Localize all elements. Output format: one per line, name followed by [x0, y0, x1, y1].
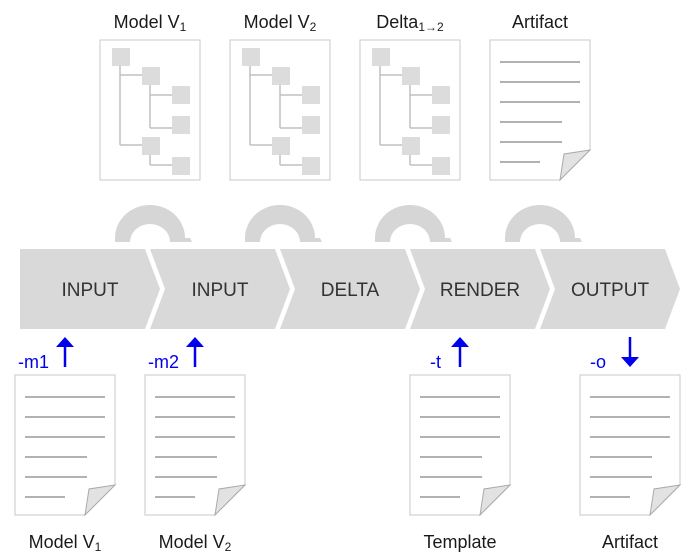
input-model-v2: -m2 Model V2 — [144, 337, 247, 554]
stage-label: INPUT — [192, 280, 249, 301]
top-doc-label: Artifact — [512, 12, 568, 32]
bottom-doc-label: Template — [423, 532, 496, 552]
stage-label: RENDER — [440, 280, 520, 301]
feedback-arc — [115, 205, 192, 242]
bottom-doc-label: Artifact — [602, 532, 658, 552]
text-document-icon — [144, 374, 247, 517]
text-document-icon — [579, 374, 682, 517]
stage-label: OUTPUT — [571, 280, 650, 301]
feedback-arc — [505, 205, 582, 242]
arrow-up-icon — [56, 337, 74, 367]
bottom-doc-label: Model V2 — [159, 532, 232, 554]
feedback-arc — [375, 205, 452, 242]
text-document-icon — [409, 374, 512, 517]
stage-label: DELTA — [321, 280, 380, 301]
flag-label: -t — [430, 352, 441, 372]
arrow-down-icon — [621, 337, 639, 367]
output-artifact: -o Artifact — [579, 337, 682, 552]
tree-document-icon — [99, 39, 201, 181]
top-doc-label: Model V1 — [114, 12, 187, 34]
top-doc-delta: Delta1→2 — [359, 12, 461, 181]
top-doc-label: Model V2 — [244, 12, 317, 34]
stage-output: OUTPUT — [540, 249, 680, 329]
top-doc-model-v2: Model V2 — [229, 12, 331, 181]
stage-input-2: INPUT — [150, 249, 290, 329]
stage-label: INPUT — [62, 280, 119, 301]
arrow-up-icon — [186, 337, 204, 367]
tree-document-icon — [359, 39, 461, 181]
pipeline-band: INPUT INPUT DELTA RENDER OUTPUT — [20, 249, 680, 329]
feedback-arcs — [115, 205, 582, 242]
stage-input-1: INPUT — [20, 249, 160, 329]
flag-label: -m2 — [148, 352, 179, 372]
bottom-documents: -m1 Model V1 -m2 Model V2 -t Template -o… — [14, 337, 682, 554]
top-doc-artifact: Artifact — [489, 12, 592, 182]
flag-label: -m1 — [18, 352, 49, 372]
top-doc-label: Delta1→2 — [376, 12, 444, 34]
top-documents: Model V1 Model V2 Delta1→2 Artifact — [99, 12, 592, 182]
arrow-up-icon — [451, 337, 469, 367]
text-document-icon — [14, 374, 117, 517]
input-model-v1: -m1 Model V1 — [14, 337, 117, 554]
stage-render: RENDER — [410, 249, 550, 329]
stage-delta: DELTA — [280, 249, 420, 329]
flag-label: -o — [590, 352, 606, 372]
bottom-doc-label: Model V1 — [29, 532, 102, 554]
tree-document-icon — [229, 39, 331, 181]
feedback-arc — [245, 205, 322, 242]
input-template: -t Template — [409, 337, 512, 552]
text-document-icon — [489, 39, 592, 182]
top-doc-model-v1: Model V1 — [99, 12, 201, 181]
